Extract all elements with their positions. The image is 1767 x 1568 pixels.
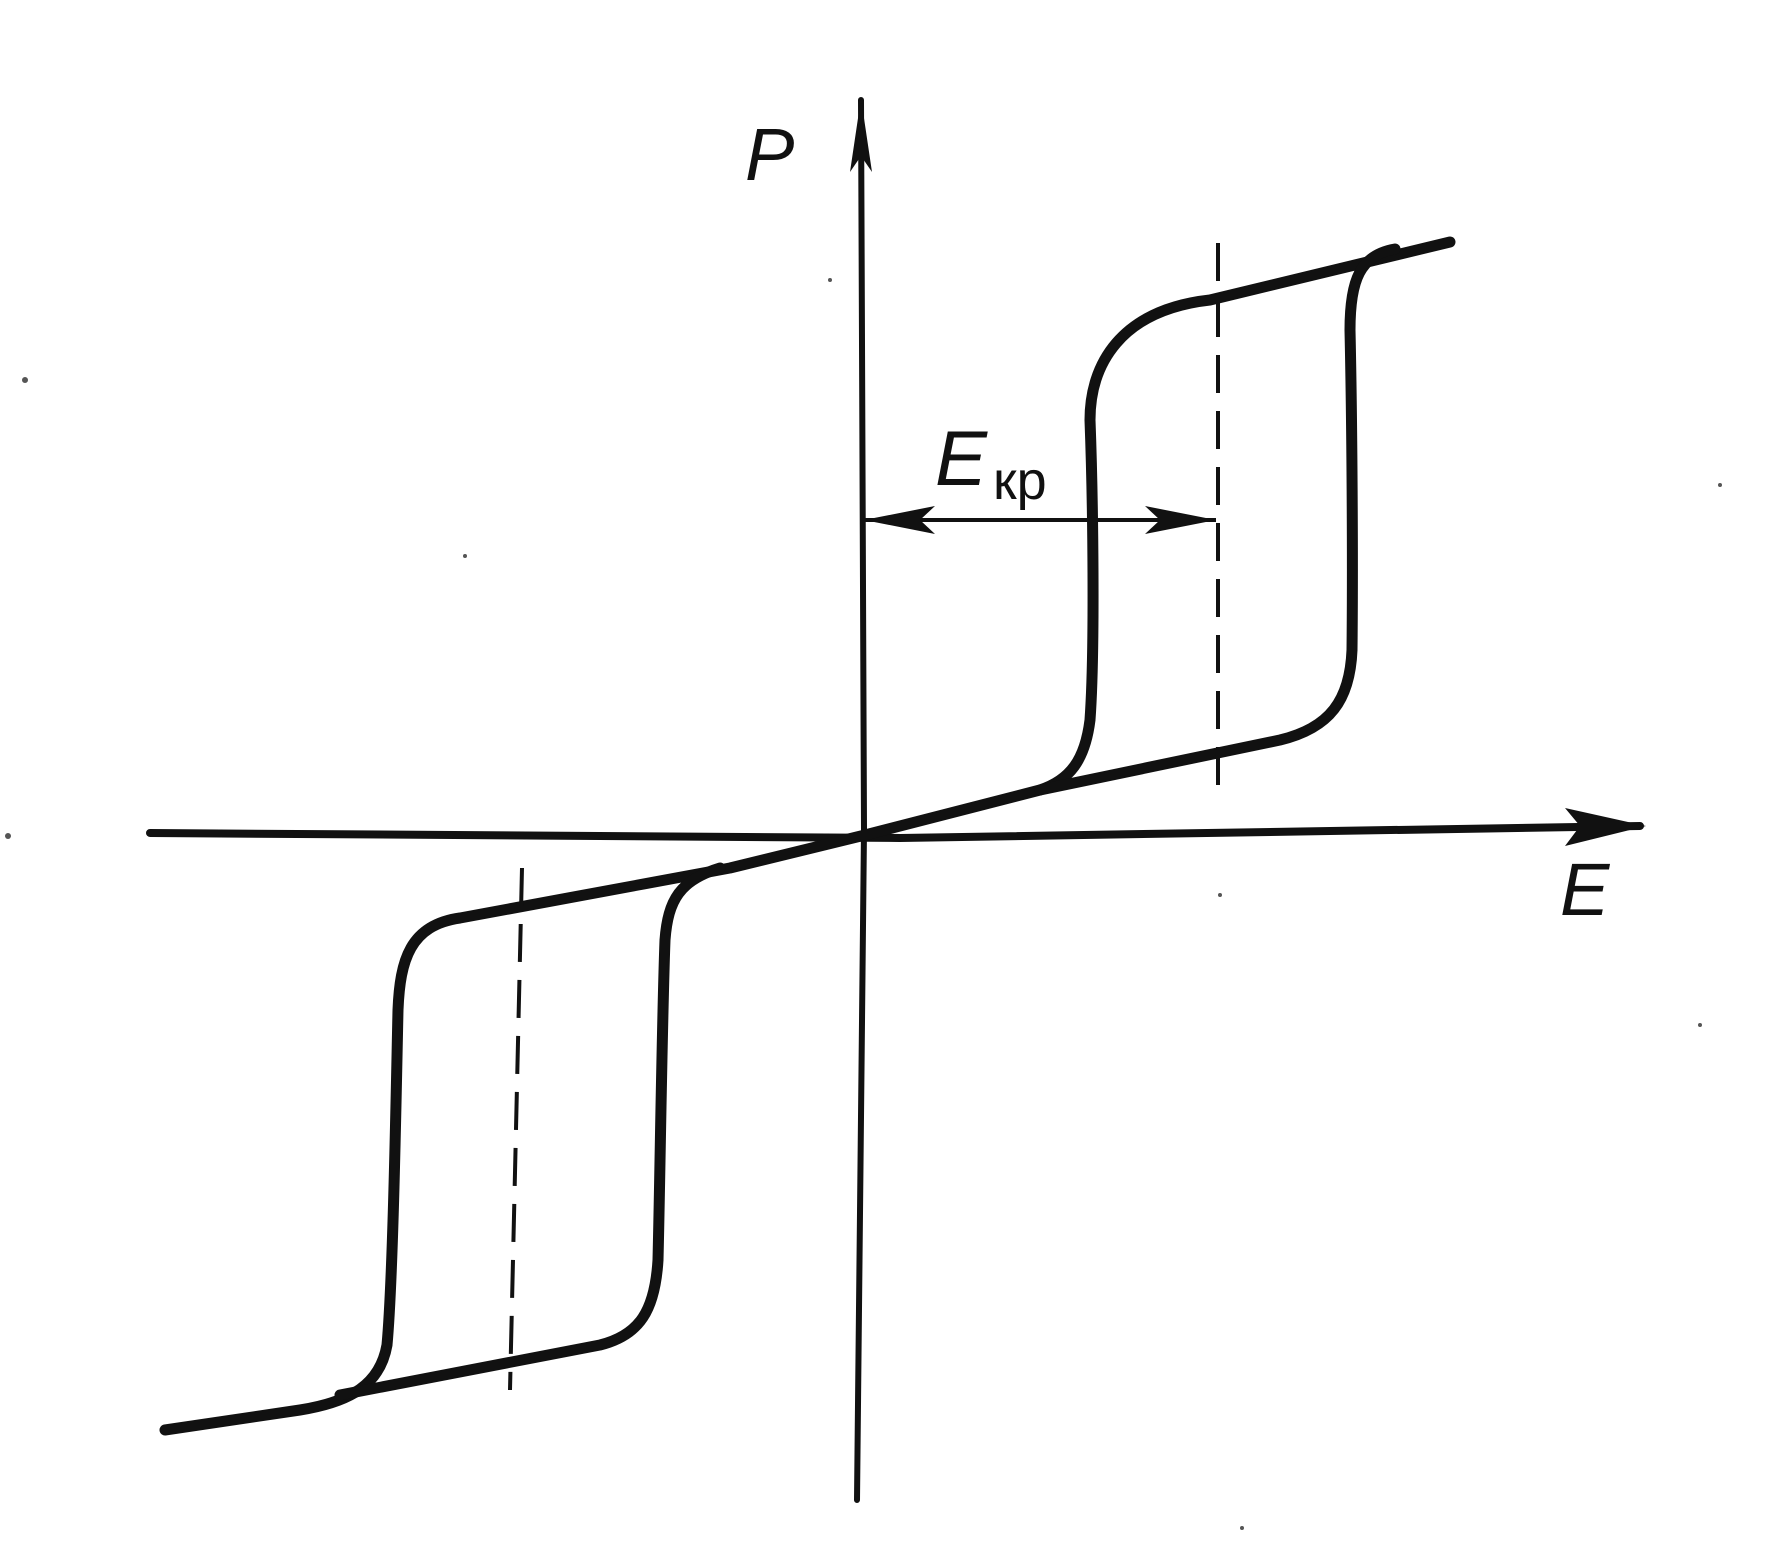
y-axis-line: [854, 97, 868, 1503]
y-axis-label: P: [745, 113, 794, 196]
y-axis-arrowhead: [850, 98, 872, 172]
coercive-field-subscript: кр: [993, 451, 1047, 511]
hysteresis-curve-inner-upper: [1034, 243, 1401, 796]
hysteresis-curve-inner-lower: [334, 862, 726, 1401]
x-axis-arrowhead: [1565, 808, 1646, 846]
scan-specks: [5, 278, 1722, 1530]
coercive-line-negative: [508, 867, 524, 1391]
x-axis-line: [146, 822, 1644, 843]
dimension-arrow-right: [1145, 506, 1216, 534]
hysteresis-curve: [159, 236, 1456, 1436]
coercive-field-main: E: [935, 414, 988, 502]
dimension-arrow-left: [864, 506, 935, 534]
x-axis-label: E: [1560, 848, 1611, 931]
